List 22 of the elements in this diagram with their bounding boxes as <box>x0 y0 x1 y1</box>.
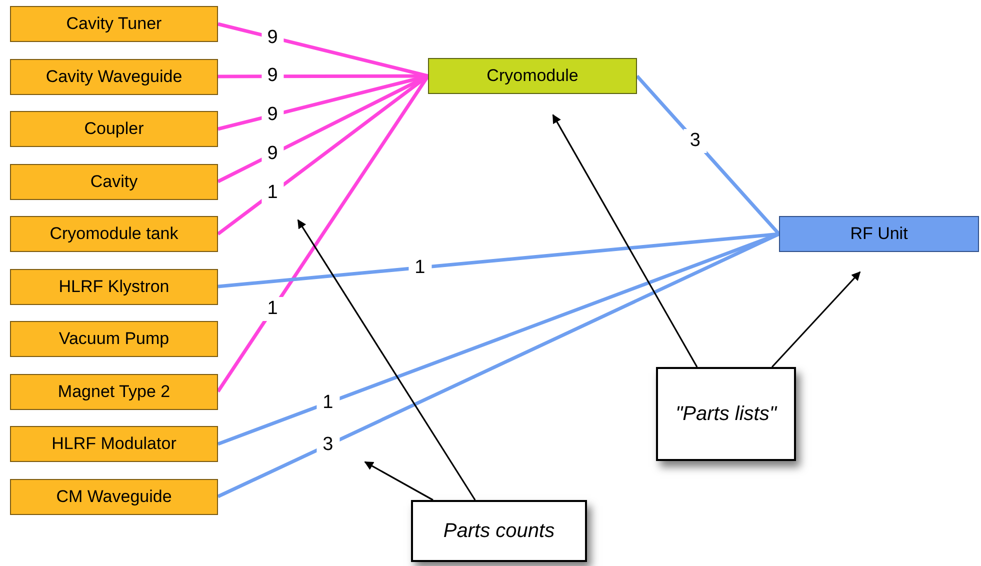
edge-label: 1 <box>261 297 284 322</box>
note-box: "Parts lists" <box>656 367 796 461</box>
component-box: Magnet Type 2 <box>10 374 218 410</box>
edge-label: 1 <box>261 180 284 205</box>
connector-line <box>636 74 780 236</box>
component-box: Vacuum Pump <box>10 321 218 357</box>
component-box: Cavity Tuner <box>10 6 218 42</box>
arrow <box>771 271 861 368</box>
arrow <box>552 114 698 368</box>
component-box: Cryomodule tank <box>10 216 218 252</box>
component-box: HLRF Klystron <box>10 268 218 304</box>
component-box: Coupler <box>10 111 218 147</box>
component-box: CM Waveguide <box>10 478 218 514</box>
module-box: Cryomodule <box>428 58 637 94</box>
arrow <box>364 461 434 501</box>
note-box: Parts counts <box>411 500 587 562</box>
component-box: Cavity <box>10 164 218 200</box>
unit-box: RF Unit <box>779 216 979 252</box>
component-box: HLRF Modulator <box>10 426 218 462</box>
arrow <box>297 219 476 500</box>
edge-label: 3 <box>684 128 706 153</box>
component-box: Cavity Waveguide <box>10 58 218 94</box>
